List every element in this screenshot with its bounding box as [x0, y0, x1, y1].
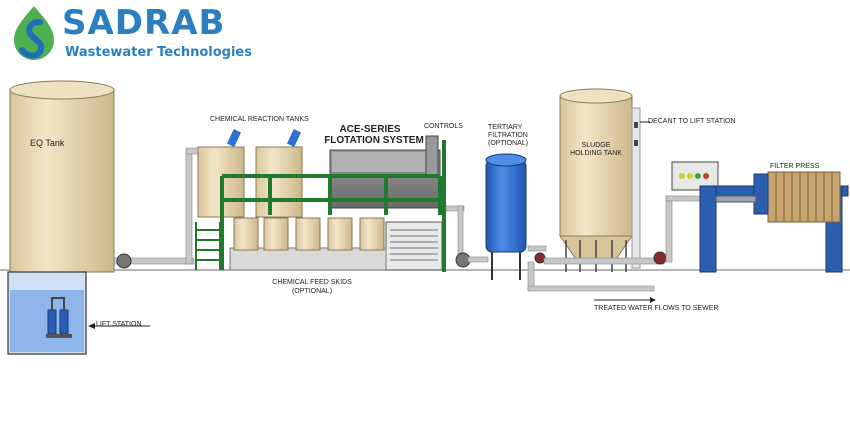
- feed-skids-label-line2: (OPTIONAL): [291, 288, 333, 295]
- brand-name: SADRAB: [62, 3, 226, 43]
- sludge-label-line2: HOLDING TANK: [570, 150, 622, 157]
- filtration-feed-pipe: [445, 205, 489, 268]
- sludge-holding-tank: [559, 88, 633, 272]
- filter-press-label: FILTER PRESS: [770, 163, 820, 170]
- controls-label: CONTROLS: [424, 123, 463, 130]
- tertiary-label-line1: TERTIARY: [488, 124, 523, 131]
- flotation-system-label-line2: FLOTATION SYSTEM: [324, 135, 424, 146]
- tertiary-filter-vessel: [485, 153, 547, 280]
- sludge-label-line1: SLUDGE: [581, 142, 611, 149]
- flotation-system-label-line1: ACE-SERIES: [339, 124, 401, 135]
- lift-station-label: LIFT STATION: [96, 321, 142, 328]
- sadrab-logo-icon: [14, 6, 54, 60]
- decant-pipe: [631, 107, 650, 269]
- tertiary-label-line2: FILTRATION: [488, 132, 528, 139]
- feed-skids-label-line1: CHEMICAL FEED SKIDS: [272, 279, 352, 286]
- chemical-reaction-tanks-label: CHEMICAL REACTION TANKS: [210, 116, 309, 123]
- lift-station: [7, 271, 150, 355]
- chemical-reaction-tanks: [197, 129, 303, 218]
- access-stair: [195, 222, 221, 270]
- eq-transfer-pump: [113, 147, 201, 269]
- support-frame: [220, 140, 446, 272]
- decant-label: DECANT TO LIFT STATION: [648, 118, 736, 125]
- eq-tank: [9, 80, 115, 273]
- treated-water-label: TREATED WATER FLOWS TO SEWER: [594, 305, 719, 312]
- filter-press: [699, 171, 849, 273]
- control-panel: [671, 161, 719, 191]
- chemical-feed-skids: [229, 217, 387, 271]
- treated-water-pipe: [527, 261, 656, 303]
- brand-tagline: Wastewater Technologies: [65, 45, 252, 60]
- eq-tank-label: EQ Tank: [30, 138, 65, 148]
- tertiary-label-line3: (OPTIONAL): [488, 140, 529, 147]
